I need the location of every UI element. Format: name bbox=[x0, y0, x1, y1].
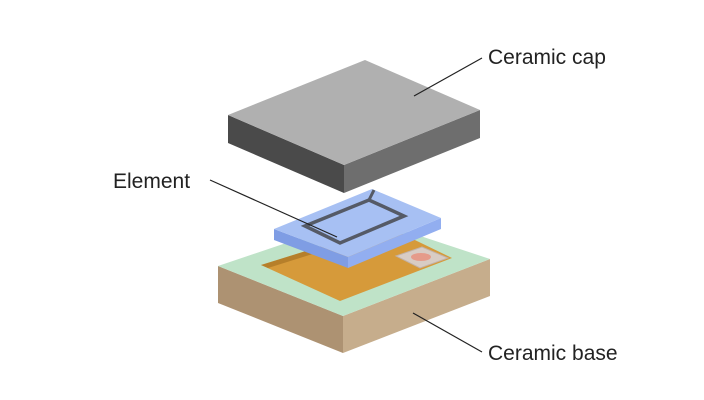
element-trace-lead bbox=[367, 189, 376, 201]
element-right-face bbox=[348, 218, 441, 268]
ceramic-base-right-face bbox=[343, 259, 490, 353]
element-leader-line bbox=[209, 179, 338, 238]
ceramic-cap-label: Ceramic cap bbox=[488, 46, 606, 69]
element-front-face bbox=[274, 229, 348, 268]
ceramic-cap bbox=[228, 60, 480, 193]
cap-leader-line bbox=[413, 57, 483, 97]
ceramic-cap-top-face bbox=[228, 60, 480, 165]
element bbox=[274, 189, 441, 268]
ceramic-base-label: Ceramic base bbox=[488, 342, 618, 365]
element-label: Element bbox=[113, 170, 190, 193]
bond-pad-dot bbox=[411, 253, 431, 261]
element-trace bbox=[300, 198, 409, 245]
ceramic-cap-right-face bbox=[344, 110, 480, 193]
element-top-face bbox=[274, 189, 441, 257]
ceramic-cap-front-face bbox=[228, 115, 344, 193]
ceramic-base-front-face bbox=[218, 266, 343, 353]
base-leader-line bbox=[412, 312, 483, 353]
